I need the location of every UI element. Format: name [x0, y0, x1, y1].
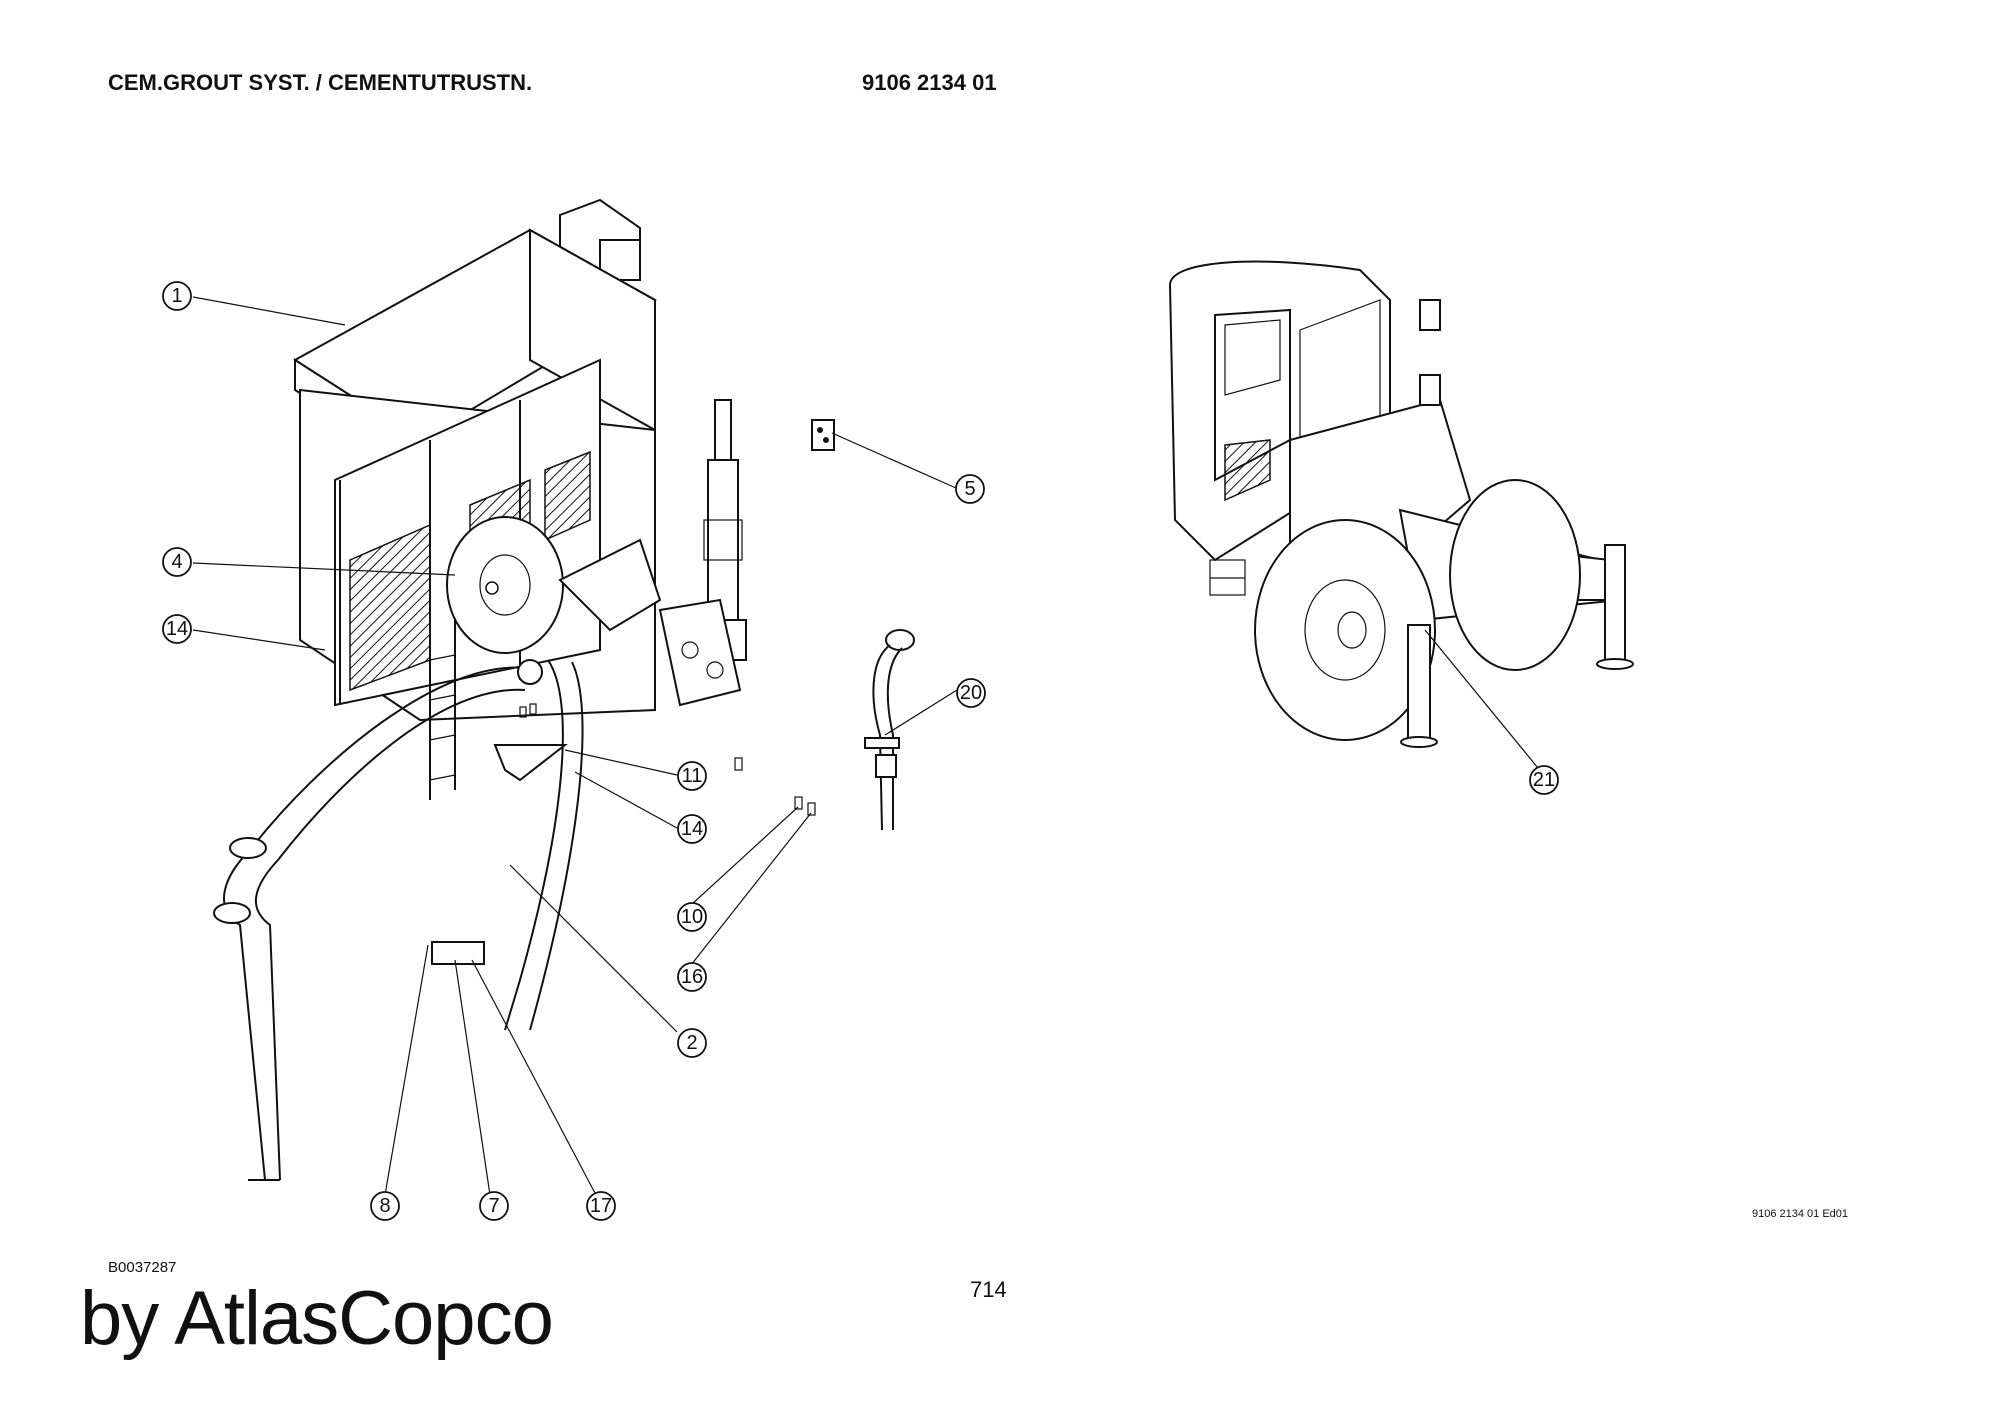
small-bolts — [519, 703, 816, 816]
edition-label: 9106 2134 01 Ed01 — [1752, 1208, 1849, 1220]
part-5-block — [811, 419, 835, 451]
callout-14-a-label: 14 — [166, 618, 188, 640]
callout-16: 16 — [677, 962, 707, 992]
drawing-id: B0037287 — [108, 1259, 177, 1276]
callout-5-label: 5 — [964, 478, 975, 500]
callout-17-label: 17 — [590, 1195, 612, 1217]
callout-14-b: 14 — [677, 814, 707, 844]
callout-11: 11 — [677, 761, 707, 791]
callout-20-label: 20 — [960, 682, 982, 704]
callout-1: 1 — [162, 281, 192, 311]
grout-unit-drawing — [213, 198, 747, 1181]
callout-16-label: 16 — [681, 966, 703, 988]
callout-21: 21 — [1529, 765, 1559, 795]
callout-4: 4 — [162, 547, 192, 577]
callout-10: 10 — [677, 902, 707, 932]
callout-8: 8 — [370, 1191, 400, 1221]
leader-lines — [192, 296, 1539, 1196]
callout-2: 2 — [677, 1028, 707, 1058]
callout-1-label: 1 — [171, 285, 182, 307]
callout-8-label: 8 — [379, 1195, 390, 1217]
rig-chassis-drawing — [1168, 260, 1634, 748]
part-20-hose — [864, 629, 915, 831]
callout-4-label: 4 — [171, 551, 182, 573]
callout-10-label: 10 — [681, 906, 703, 928]
callout-5: 5 — [955, 474, 985, 504]
document-number: 9106 2134 01 — [862, 70, 997, 95]
brand-text: by AtlasCopco — [80, 1276, 554, 1361]
callout-7-label: 7 — [488, 1195, 499, 1217]
callout-20: 20 — [956, 678, 986, 708]
callout-2-label: 2 — [686, 1032, 697, 1054]
callout-17: 17 — [586, 1191, 616, 1221]
callout-14-a: 14 — [162, 614, 192, 644]
callout-7: 7 — [479, 1191, 509, 1221]
callout-11-label: 11 — [682, 765, 703, 787]
callout-21-label: 21 — [1533, 769, 1555, 791]
callout-14-b-label: 14 — [681, 818, 703, 840]
page-title: CEM.GROUT SYST. / CEMENTUTRUSTN. — [108, 70, 533, 95]
page-number: 714 — [970, 1277, 1007, 1302]
